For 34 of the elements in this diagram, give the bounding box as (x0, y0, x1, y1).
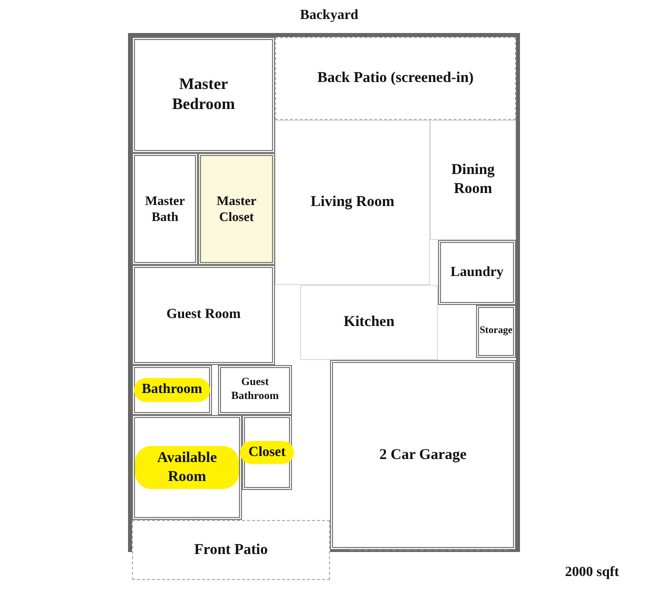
room-label: Guest Bathroom (230, 376, 280, 404)
plan-note: 2000 sqft (565, 565, 620, 581)
room-label: Front Patio (194, 540, 268, 560)
room-area (218, 365, 292, 415)
room-label: Kitchen (344, 313, 394, 332)
room-label: 2 Car Garage (379, 446, 467, 464)
room-area (132, 265, 275, 365)
room-area (132, 153, 198, 265)
room-area (476, 305, 516, 358)
room-label: Master Closet (216, 192, 258, 226)
highlighted-room-label: Closet (240, 440, 294, 464)
room-label: Storage (480, 325, 512, 338)
room-area (132, 415, 242, 520)
highlighted-room-label: Available Room (135, 446, 239, 490)
highlighted-room-label: Bathroom (134, 378, 210, 402)
room-area (132, 520, 330, 580)
room-area (430, 120, 516, 240)
room-area (300, 285, 438, 360)
room-label: Laundry (450, 264, 504, 282)
room-area (242, 415, 292, 490)
room-label: Dining Room (450, 161, 496, 199)
plan-note: Backyard (300, 8, 358, 24)
room-area (132, 37, 275, 153)
room-area (275, 37, 516, 120)
room-label: Back Patio (screened-in) (317, 69, 474, 88)
room-label: Living Room (310, 193, 394, 212)
room-area (438, 240, 516, 305)
room-area (330, 360, 516, 550)
room-area (198, 153, 275, 265)
room-label: Master Bath (144, 192, 186, 226)
room-label: Master Bedroom (171, 75, 236, 115)
room-area (132, 365, 212, 415)
room-area (275, 120, 430, 285)
room-label: Guest Room (166, 306, 241, 324)
